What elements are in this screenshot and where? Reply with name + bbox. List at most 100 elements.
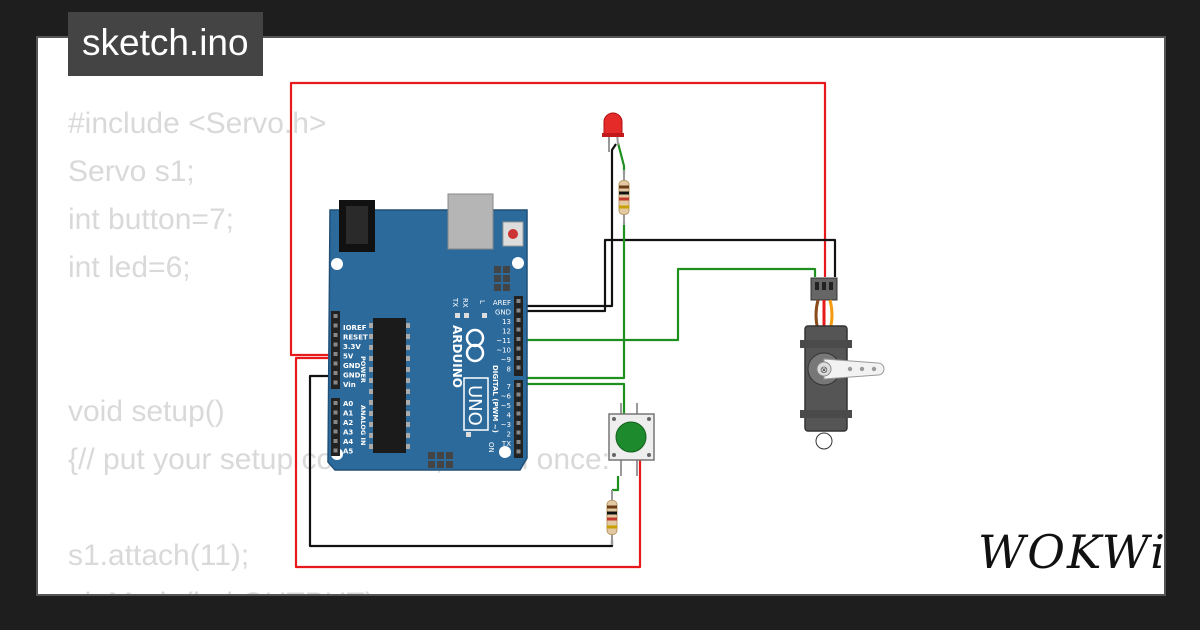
- sketch-title: sketch.ino: [68, 12, 263, 76]
- digital-pin-label: 4: [507, 412, 512, 420]
- icsp-pin: [494, 266, 501, 273]
- header-pin: [333, 361, 338, 366]
- logo-loop: [465, 343, 485, 363]
- digital-pin-label: RX: [501, 450, 511, 458]
- analog-pin-label: A1: [343, 410, 353, 418]
- chip-leg: [406, 367, 410, 372]
- chip-leg: [406, 444, 410, 449]
- chip-leg: [369, 389, 373, 394]
- servo-horn: [823, 358, 885, 380]
- tx-led: [455, 313, 460, 318]
- chip-leg: [369, 444, 373, 449]
- mount-hole: [499, 446, 511, 458]
- horn-hole: [859, 366, 865, 372]
- model-box: [463, 377, 489, 431]
- header-pin: [333, 380, 338, 385]
- wire-button: [521, 382, 626, 416]
- code-line: pinMode(led,OUTPUT);: [68, 580, 610, 594]
- connector-pin: [822, 282, 826, 290]
- digital-pin-label: 12: [502, 328, 511, 336]
- header-pin: [516, 430, 521, 435]
- icsp-pin: [446, 452, 453, 459]
- header-pin: [333, 323, 338, 328]
- chip-leg: [406, 433, 410, 438]
- power-pin-label: GND: [343, 372, 361, 380]
- header-pin: [333, 371, 338, 375]
- mount-hole: [331, 258, 343, 270]
- horn-hole: [871, 366, 877, 372]
- header-pin: [516, 327, 521, 332]
- analog-pin-label: A2: [343, 419, 353, 427]
- resistor-band: [619, 205, 629, 209]
- header-pin: [516, 411, 521, 416]
- led-label: ON: [487, 442, 495, 453]
- analog-pin-label: A0: [343, 400, 353, 408]
- power-pin-label: GND: [343, 362, 361, 370]
- mount-hole: [512, 257, 524, 269]
- resistor-band: [607, 505, 617, 509]
- digital-pin-label: 2: [507, 431, 511, 439]
- power-pin-label: 3.3V: [343, 343, 361, 351]
- header-pin: [516, 392, 521, 397]
- code-line: #include <Servo.h>: [68, 107, 327, 140]
- push-button: [608, 403, 655, 476]
- header-pin: [516, 337, 521, 341]
- wire-gnd-led: [521, 143, 617, 308]
- servo-hub: [816, 361, 832, 377]
- header-pin: [516, 421, 521, 425]
- digital-pin-label: ~9: [501, 356, 511, 364]
- header-pin: [516, 449, 521, 454]
- red-led: [602, 112, 624, 152]
- digital-header-bottom: [514, 380, 523, 458]
- board-name: ARDUINO: [450, 325, 464, 388]
- wire-pwm-servo: [521, 267, 817, 342]
- arduino-board: IOREFRESET3.3V5VGNDGNDVinA0A1A2A3A4A5POW…: [327, 193, 528, 471]
- wire-led-resistor: [521, 222, 626, 380]
- wire-gnd-servo: [521, 238, 837, 313]
- resistor-band: [607, 525, 617, 529]
- header-pin: [516, 365, 521, 370]
- led-body: [603, 112, 623, 137]
- resistor-band: [607, 511, 617, 515]
- digital-pin-label: AREF: [493, 299, 511, 307]
- digital-pin-label: 7: [507, 383, 511, 391]
- icsp-pin: [437, 461, 444, 468]
- digital-pin-label: 8: [507, 366, 511, 374]
- wokwi-logo: WOKWi: [978, 525, 1167, 579]
- chip-leg: [369, 356, 373, 361]
- chip-leg: [369, 367, 373, 372]
- header-pin: [516, 299, 521, 303]
- analog-pin-label: A5: [343, 448, 353, 456]
- chip-leg: [406, 422, 410, 427]
- chip-leg: [406, 378, 410, 383]
- icsp-pin: [503, 266, 510, 273]
- atmega-chip: [373, 318, 406, 453]
- button-cap: [615, 421, 647, 453]
- canvas-card: #include <Servo.h>Servo s1;int button=7;…: [36, 36, 1166, 596]
- wire-5v-button: [294, 356, 642, 569]
- resistor-band: [607, 517, 617, 521]
- digital-pin-label: ~6: [501, 393, 512, 401]
- reset-button: [508, 229, 518, 239]
- header-pin: [516, 318, 521, 322]
- servo-tab: [800, 410, 852, 418]
- led-label: L: [478, 300, 486, 304]
- digital-pin-label: 13: [502, 318, 511, 326]
- usb-port: [447, 193, 494, 250]
- button-corner: [647, 417, 651, 421]
- l-led: [482, 313, 487, 318]
- analog-label: ANALOG IN: [359, 405, 367, 445]
- digital-header-top: [514, 296, 523, 376]
- chip-leg: [369, 433, 373, 438]
- digital-label: DIGITAL (PWM ~): [491, 365, 499, 433]
- icsp-pin: [437, 452, 444, 459]
- connector-pin: [829, 282, 833, 290]
- led-rim: [602, 133, 624, 137]
- digital-pin-label: ~11: [496, 337, 511, 345]
- chip-leg: [369, 422, 373, 427]
- resistor-band: [619, 197, 629, 201]
- power-header: [331, 311, 340, 389]
- button-corner: [612, 417, 616, 421]
- icsp-pin: [494, 284, 501, 291]
